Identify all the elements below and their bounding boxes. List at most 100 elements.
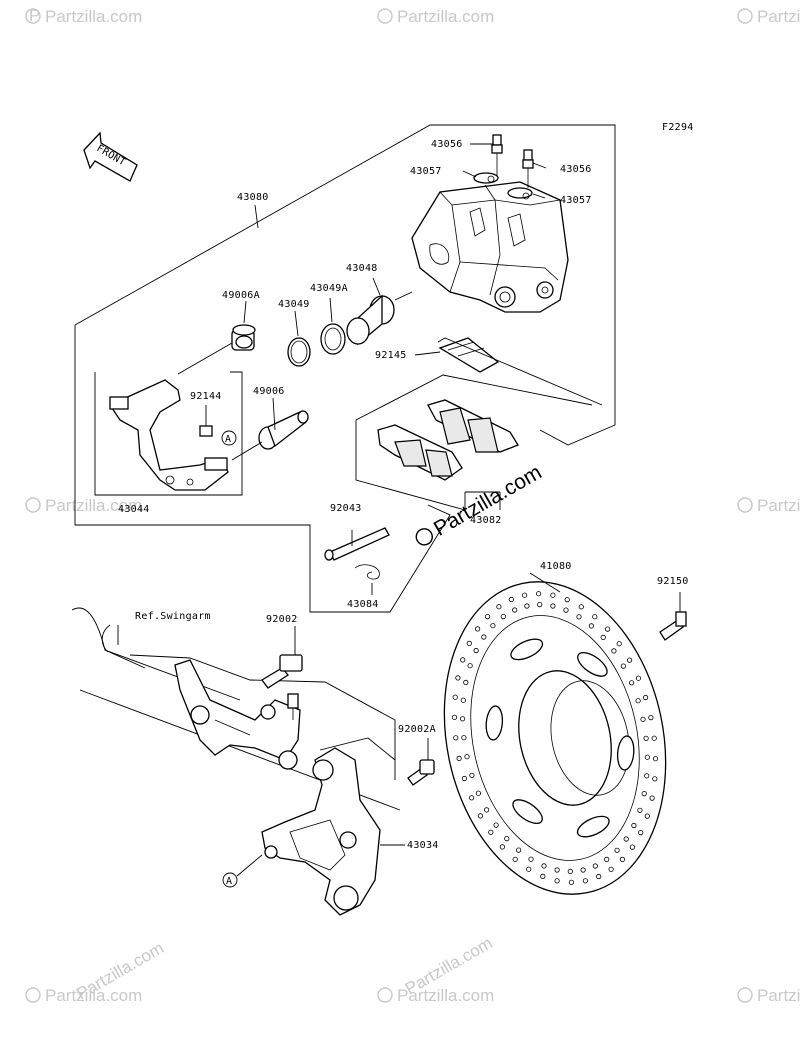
disc-hole <box>475 790 481 796</box>
disc-hole <box>488 829 494 835</box>
disc-hole <box>467 663 473 669</box>
disc-hole <box>481 634 487 640</box>
pad-pin-clip-92144 <box>199 405 213 437</box>
label-43082: 43082 <box>470 515 502 526</box>
disc-hole <box>500 613 506 620</box>
disc-hole <box>649 795 655 801</box>
disc-hole <box>521 592 528 598</box>
disc-hole <box>652 776 658 782</box>
disc-hole <box>592 863 598 869</box>
disc-hole <box>456 755 462 762</box>
disc-hole <box>640 716 646 722</box>
svg-text:Partzilla.com: Partzilla.com <box>397 986 494 1005</box>
boot-49006 <box>231 410 309 461</box>
disc-hole <box>635 675 642 681</box>
label-43057-left: 43057 <box>410 166 442 177</box>
callout-a-lower: A <box>222 872 238 888</box>
disc-hole <box>576 614 582 620</box>
label-43034: 43034 <box>407 840 439 851</box>
disc-hole <box>469 772 475 778</box>
bracket-43044 <box>109 379 229 491</box>
disc-hole <box>464 754 470 760</box>
svg-text:A: A <box>225 434 231 445</box>
bracket-43044-frame <box>94 371 243 496</box>
caliper-assembly-frame <box>74 124 616 613</box>
caliper-body <box>411 181 569 313</box>
disc-hole <box>453 735 459 741</box>
collar-bolt <box>287 693 299 720</box>
disc-hole <box>616 641 622 647</box>
disc-hole <box>635 698 641 704</box>
watermark-top-left: P Partzilla.com <box>25 6 142 26</box>
label-43044: 43044 <box>118 504 150 515</box>
label-92002: 92002 <box>266 614 298 625</box>
swingarm-bracket <box>174 659 301 770</box>
brake-disc-41080 <box>443 581 667 895</box>
disc-hole <box>604 626 611 632</box>
disc-mount-bolt-92150 <box>659 592 687 641</box>
disc-hole <box>563 607 569 613</box>
disc-slot <box>510 638 544 661</box>
disc-hole <box>644 754 651 760</box>
svg-text:Partzilla.com: Partzilla.com <box>45 7 142 26</box>
seal-43049A <box>320 323 346 355</box>
brake-pad-outer <box>377 424 463 481</box>
leader-lines <box>243 143 561 593</box>
disc-hole <box>512 856 518 862</box>
label-43056-right: 43056 <box>560 164 592 175</box>
watermark-bottom-middle: Partzilla.com <box>377 986 494 1005</box>
disc-hole <box>638 829 644 836</box>
disc-hole <box>461 735 467 741</box>
disc-hole <box>451 714 458 720</box>
disc-hole <box>459 716 466 722</box>
disc-hole <box>568 879 575 885</box>
disc-hole <box>637 807 643 813</box>
label-43048: 43048 <box>346 263 378 274</box>
disc-slot <box>512 799 543 824</box>
disc-hole <box>466 640 472 647</box>
watermark-bottom-left: Partzilla.com <box>25 986 142 1005</box>
bleed-cap-left <box>473 172 499 184</box>
watermark-top-middle: Partzilla.com <box>377 7 494 26</box>
bolt-92002A <box>407 738 435 786</box>
pad-pin-92043 <box>324 527 390 561</box>
disc-hole <box>504 835 510 842</box>
label-92144: 92144 <box>190 391 222 402</box>
label-41080: 41080 <box>540 561 572 572</box>
disc-hole <box>564 596 570 603</box>
disc-hole <box>477 813 483 819</box>
disc-hole <box>582 878 589 884</box>
disc-hole <box>652 756 659 762</box>
disc-hole <box>588 623 595 629</box>
callout-a-upper: A <box>221 430 237 446</box>
disc-hole <box>483 807 490 813</box>
disc-hole <box>550 603 556 609</box>
disc-hole <box>452 694 458 700</box>
svg-text:P: P <box>29 6 40 25</box>
disc-hole <box>592 614 598 620</box>
disc-hole <box>628 680 635 686</box>
bleed-cap-right <box>507 187 533 200</box>
svg-text:Partzilla.com: Partzilla.com <box>397 7 494 26</box>
disc-hole <box>643 735 649 741</box>
disc-hole <box>567 868 573 875</box>
disc-hole <box>496 604 502 610</box>
watermark-mid-left: Partzilla.com <box>25 496 142 515</box>
bolt-92002 <box>261 626 303 689</box>
svg-text:Partzilla.com: Partzilla.com <box>45 986 142 1005</box>
disc-hole <box>648 714 654 721</box>
disc-hole <box>473 647 479 654</box>
disc-hole <box>644 813 650 819</box>
disc-hole <box>493 822 499 828</box>
disc-hole <box>537 601 543 608</box>
disc-hole <box>550 592 556 598</box>
brake-pad-inner <box>427 399 519 453</box>
watermark-top-right: Partzilla.com <box>737 7 800 26</box>
disc-hole <box>578 604 584 610</box>
disc-hole <box>642 694 649 701</box>
disc-hole <box>490 623 496 629</box>
disc-hole <box>641 790 647 797</box>
disc-hole <box>474 626 481 632</box>
front-arrow-icon: FRONT <box>83 131 138 182</box>
